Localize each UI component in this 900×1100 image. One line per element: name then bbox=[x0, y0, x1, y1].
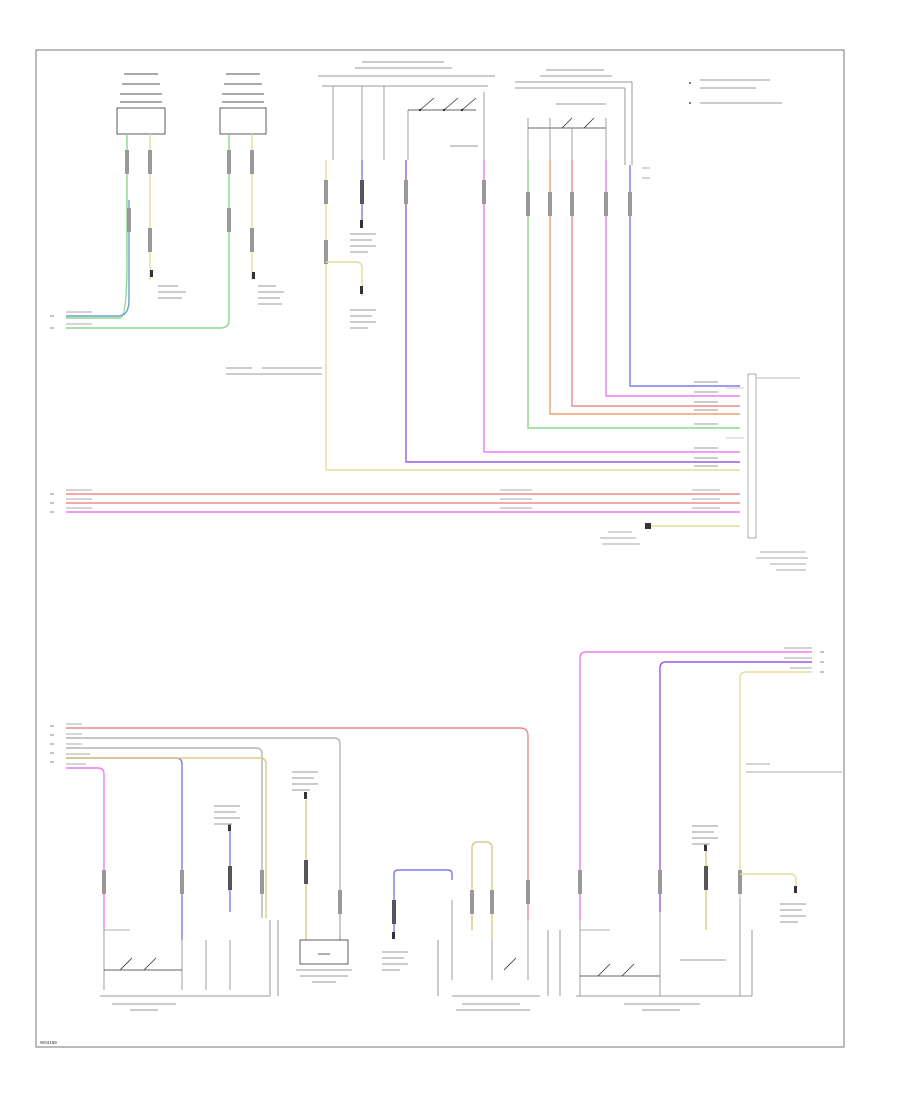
left-sensor-component bbox=[116, 73, 166, 135]
wire-violet-main bbox=[405, 160, 740, 463]
wire-red-rm bbox=[571, 160, 740, 407]
wire-pink-main bbox=[483, 160, 740, 453]
right-sensor-component bbox=[219, 73, 267, 135]
legend bbox=[689, 79, 782, 104]
right-connector-block bbox=[694, 373, 800, 539]
wire-red-bottom bbox=[66, 727, 529, 920]
wire-violet-br bbox=[659, 661, 812, 912]
wire-gray-bottom-2 bbox=[66, 747, 263, 918]
diagram-frame bbox=[35, 49, 845, 1048]
wire-yellow-main bbox=[325, 160, 740, 471]
wire-green-rm bbox=[527, 160, 740, 429]
wire-orange-rm bbox=[549, 160, 740, 415]
page-reference: W04169 bbox=[40, 1040, 57, 1045]
wire-pink-bottom bbox=[66, 767, 105, 930]
wire-yellow-branch bbox=[326, 261, 363, 296]
wire-gray-bottom bbox=[66, 737, 341, 940]
wire-yellow-br-ground bbox=[740, 873, 797, 888]
wire-blue-ground-b bbox=[393, 869, 453, 934]
wire-pink-br bbox=[579, 651, 812, 920]
wire-teal-left bbox=[66, 200, 130, 317]
wire-blue-bottom bbox=[66, 757, 183, 940]
wire-yellow-br bbox=[739, 671, 812, 898]
wire-tan-junction bbox=[471, 841, 493, 940]
wire-pink-rm bbox=[605, 160, 740, 397]
rear-door-lock-switch bbox=[437, 900, 549, 1011]
door-lock-switch-top bbox=[318, 61, 495, 160]
door-lock-switch-top-right bbox=[515, 69, 650, 179]
wire-blue-rm bbox=[629, 165, 740, 387]
passenger-door-lock-switch bbox=[576, 898, 753, 1011]
wire-green-left bbox=[66, 134, 128, 319]
trunk-lock-actuator bbox=[296, 939, 352, 983]
wire-tan-bottom bbox=[66, 757, 267, 918]
wire-green-right bbox=[66, 134, 230, 329]
driver-door-lock-switch bbox=[100, 920, 271, 1011]
